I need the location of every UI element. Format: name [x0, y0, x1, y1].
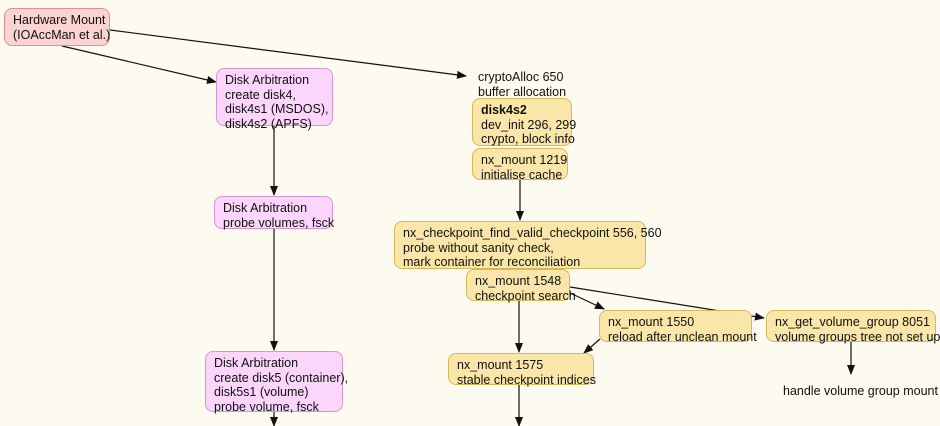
- node-text-line: nx_checkpoint_find_valid_checkpoint 556,…: [403, 226, 662, 240]
- node-text-line: disk4s2 (APFS): [225, 116, 312, 131]
- node-text-line: disk4s1 (MSDOS),: [225, 102, 329, 116]
- node-text-line: crypto, block info: [481, 132, 575, 146]
- node-text-line: dev_init 296, 299: [481, 117, 577, 132]
- node-text-line: nx_mount 1550: [608, 315, 695, 329]
- node-text-line: probe volume, fsck: [214, 399, 319, 414]
- edge-hardware_mount-to-disk_arbitration_create: [61, 45, 217, 84]
- node-text-line: checkpoint search: [475, 288, 576, 303]
- node-text-line: reload after unclean mount: [608, 329, 757, 344]
- node-text-line: stable checkpoint indices: [457, 372, 596, 387]
- node-text-line: Disk Arbitration: [225, 73, 310, 87]
- node-text-line: Hardware Mount: [13, 13, 106, 27]
- node-text-line: volume groups tree not set up: [775, 329, 940, 344]
- node-text-line: initialise cache: [481, 167, 563, 182]
- node-text-line: Disk Arbitration: [223, 201, 308, 215]
- node-text-line: probe volumes, fsck: [223, 215, 335, 230]
- node-text-line: nx_mount 1575: [457, 358, 544, 372]
- node-text-line: disk4s2: [481, 103, 527, 117]
- node-text-line: Disk Arbitration: [214, 356, 299, 370]
- edge-nx_mount_1548-to-nx_mount_1550: [567, 291, 605, 310]
- node-text-line: handle volume group mount: [783, 384, 938, 398]
- nx-checkpoint-node: nx_checkpoint_find_valid_checkpoint 556,…: [394, 221, 662, 269]
- node-text-line: (IOAccMan et al.): [13, 27, 111, 42]
- node-text-line: nx_mount 1219: [481, 153, 568, 167]
- edge-hardware_mount-to-crypto_alloc: [109, 29, 467, 79]
- hardware-mount-node: Hardware Mount(IOAccMan et al.): [4, 8, 110, 46]
- node-text-line: nx_get_volume_group 8051: [775, 315, 930, 329]
- handle-volume-group-node: handle volume group mount: [775, 380, 938, 402]
- node-text-line: cryptoAlloc 650: [478, 70, 564, 84]
- edge-nx_mount_1550-to-nx_mount_1575: [583, 338, 601, 354]
- node-text-line: create disk4,: [225, 87, 296, 102]
- node-text-line: disk5s1 (volume): [214, 385, 309, 399]
- node-text-line: mark container for reconciliation: [403, 255, 581, 269]
- node-text-line: buffer allocation: [478, 84, 567, 99]
- node-text-line: probe without sanity check,: [403, 240, 554, 255]
- node-text-line: nx_mount 1548: [475, 274, 562, 288]
- node-text-line: create disk5 (container),: [214, 370, 349, 385]
